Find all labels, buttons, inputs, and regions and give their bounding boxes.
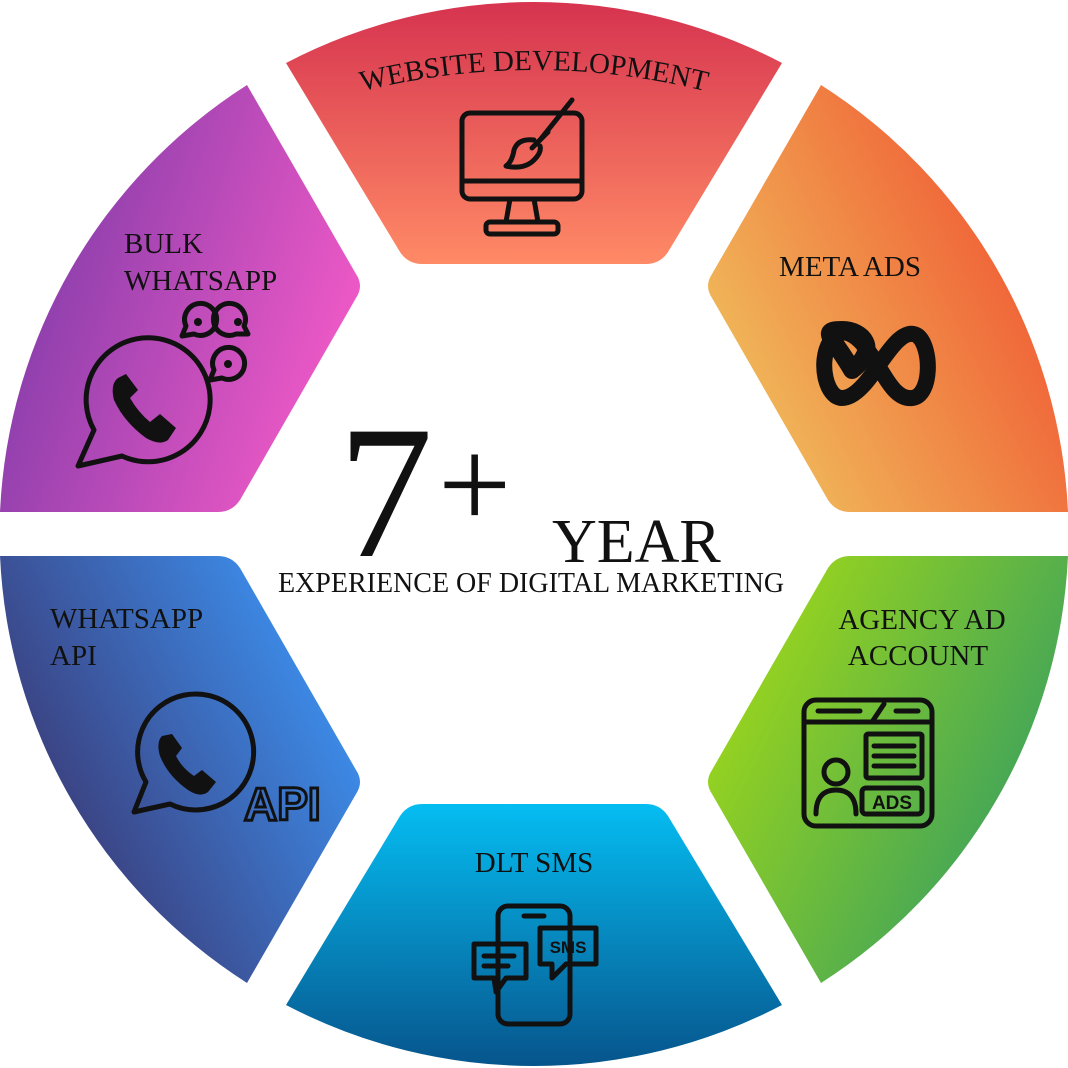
center-plus: + [438, 413, 511, 557]
monitor-paintbrush-icon [459, 97, 585, 237]
segment-website-development [286, 2, 782, 264]
label-whatsapp-api-line-1: WHATSAPP [50, 603, 203, 635]
bulk-whatsapp-icon [75, 300, 251, 469]
label-agency-line-1: AGENCY AD [838, 604, 1005, 636]
ads-account-window-icon: ADS [801, 697, 935, 829]
center-number: 7 [338, 388, 433, 598]
sms-badge-text: SMS [550, 938, 587, 957]
label-meta-ads: META ADS [779, 251, 921, 283]
segment-meta-ads [708, 85, 1068, 512]
whatsapp-api-icon: API [131, 691, 322, 832]
phone-sms-chat-icon: SMS [471, 903, 599, 1027]
segment-dlt-sms [286, 804, 782, 1066]
center-year: YEAR [552, 508, 721, 576]
segment-bulk-whatsapp [0, 85, 360, 512]
label-agency-line-2: ACCOUNT [848, 640, 988, 672]
label-bulk-whatsapp-line-2: WHATSAPP [124, 265, 277, 297]
meta-infinity-icon [816, 321, 936, 406]
label-dlt-sms: DLT SMS [475, 847, 593, 879]
label-bulk-whatsapp-line-1: BULK [124, 228, 203, 260]
label-whatsapp-api-line-2: API [50, 640, 97, 672]
segment-agency-ad-account [708, 556, 1068, 983]
ads-badge-text: ADS [872, 793, 912, 814]
api-badge-text: API [244, 778, 321, 830]
center-subtitle: EXPERIENCE OF DIGITAL MARKETING [278, 568, 784, 599]
